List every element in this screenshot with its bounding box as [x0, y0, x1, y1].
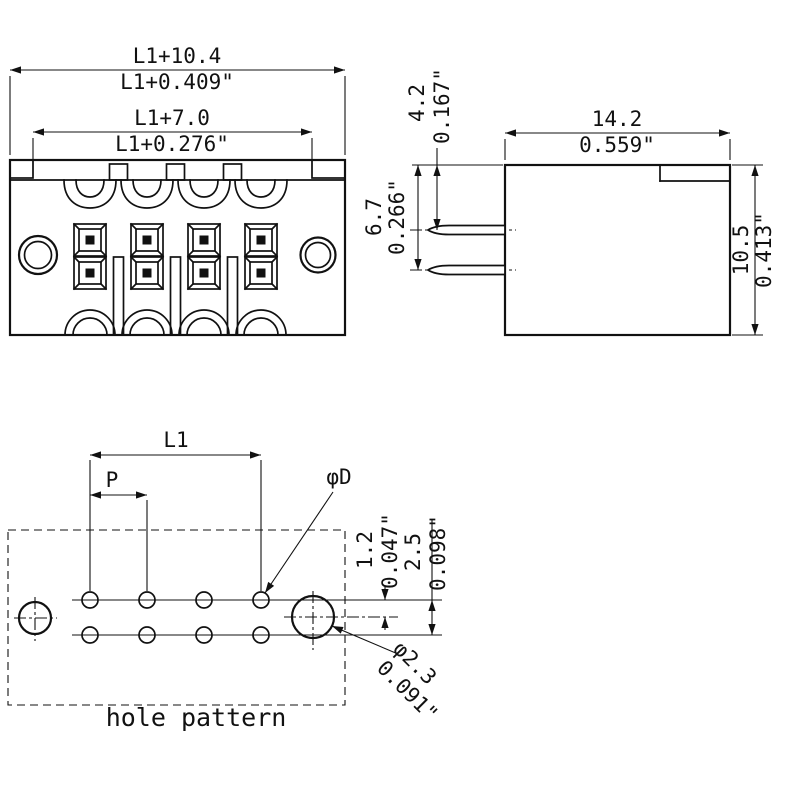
shroud-opening: [63, 179, 117, 209]
solder-pin-2: [427, 264, 506, 276]
hole-pattern-view: L1 P φD 1.2 0.047" 2.5 0.098" φ2.3 0.0: [7, 428, 450, 732]
dim-pin1-offset-mm: 4.2: [405, 84, 429, 122]
dim-depth-mm: 14.2: [592, 107, 643, 131]
bottom-arch: [235, 309, 287, 336]
dim-row-spacing-in: 0.098": [426, 515, 450, 591]
dim-pin2-offset-mm: 6.7: [362, 198, 386, 236]
divider-rib: [226, 256, 239, 336]
bottom-arch: [64, 309, 116, 336]
dim-row-offset-mm: 1.2: [353, 531, 377, 569]
flange-corner-right: [311, 159, 346, 179]
front-view: L1+10.4 L1+0.409" L1+7.0 L1+0.276": [8, 44, 347, 337]
solder-pin-1: [427, 224, 506, 236]
mounting-hole-right: [290, 594, 336, 640]
flange-corner-left: [9, 159, 34, 179]
dim-depth-in: 0.559": [579, 133, 655, 157]
dim-pin1-offset-in: 0.167": [430, 68, 454, 144]
dim-outer-width-mm: L1+10.4: [133, 44, 222, 68]
mounting-hole-left: [17, 600, 53, 636]
terminal: [130, 256, 164, 290]
bottom-arch: [121, 309, 173, 336]
castellation-tab: [165, 163, 186, 181]
dim-l1-label: L1: [163, 428, 188, 452]
dim-height-mm: 10.5: [729, 225, 753, 276]
shroud-opening: [234, 179, 288, 209]
dim-height-in: 0.413": [752, 212, 776, 288]
divider-rib: [169, 256, 182, 336]
dim-hole-diameter-label: φD: [326, 465, 351, 489]
side-dimensions: 14.2 0.559" 6.7 0.266" 4.2 0.167" 10.5 0…: [362, 68, 776, 336]
mounting-hole-left: [17, 234, 59, 276]
dim-row-spacing-mm: 2.5: [401, 533, 425, 571]
dim-outer-width-in: L1+0.409": [120, 70, 234, 94]
mounting-hole-right: [299, 236, 337, 274]
hole-pattern-dimensions: L1 P φD 1.2 0.047" 2.5 0.098" φ2.3 0.0: [89, 428, 450, 726]
dim-pitch-label: P: [106, 468, 119, 492]
shroud-opening: [177, 179, 231, 209]
shroud-opening: [120, 179, 174, 209]
view-caption: hole pattern: [106, 703, 287, 732]
dim-pin2-offset-in: 0.266": [385, 179, 409, 255]
dim-row-offset-in: 0.047": [378, 513, 402, 589]
terminal: [73, 223, 107, 257]
dim-inner-width-in: L1+0.276": [115, 132, 229, 156]
castellation-tab: [108, 163, 129, 181]
terminal: [244, 256, 278, 290]
castellation-tab: [222, 163, 243, 181]
connector-front-body: [8, 158, 347, 337]
terminal: [187, 256, 221, 290]
terminal: [73, 256, 107, 290]
front-dimensions: L1+10.4 L1+0.409" L1+7.0 L1+0.276": [9, 44, 346, 176]
connector-side-body: [410, 163, 732, 337]
terminal: [187, 223, 221, 257]
bottom-arch: [178, 309, 230, 336]
terminal: [244, 223, 278, 257]
terminal: [130, 223, 164, 257]
divider-rib: [112, 256, 125, 336]
dim-inner-width-mm: L1+7.0: [134, 106, 210, 130]
side-view: 14.2 0.559" 6.7 0.266" 4.2 0.167" 10.5 0…: [362, 68, 776, 337]
pcb-outline: [7, 529, 346, 706]
